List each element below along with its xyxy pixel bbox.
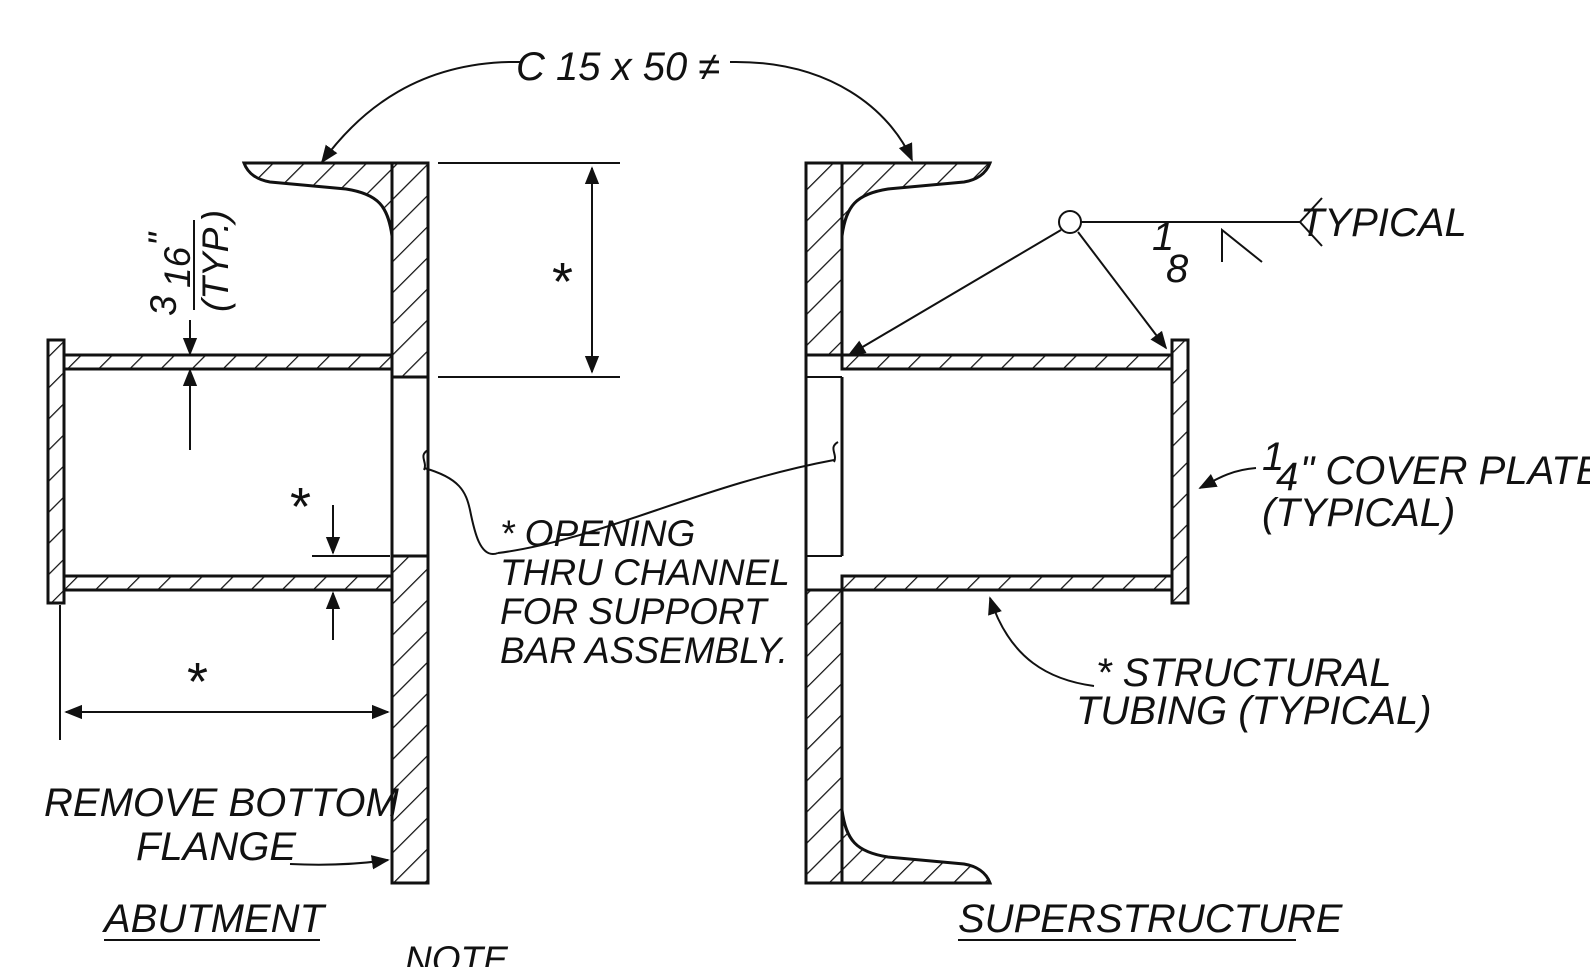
cover-plate-label-text: " COVER PLATE: [1300, 449, 1590, 493]
opening-height-marker: *: [552, 252, 573, 312]
opening-note-line-1: * OPENING: [500, 513, 695, 554]
opening-note: * OPENING THRU CHANNEL FOR SUPPORT BAR A…: [500, 513, 790, 671]
opening-note-line-4: BAR ASSEMBLY.: [500, 630, 788, 671]
opening-note-line-3: FOR SUPPORT: [500, 591, 769, 632]
plate-thickness-den: 16: [157, 246, 198, 288]
tube-length-marker: *: [187, 652, 208, 712]
weld-callout: 1 8 TYPICAL: [1152, 201, 1467, 291]
plate-typ-label: (TYP.): [195, 210, 236, 312]
opening-offset-marker: *: [290, 477, 311, 537]
tubing-note-line-1: * STRUCTURAL: [1096, 651, 1392, 695]
dimension-markers: * * *: [187, 252, 573, 712]
leaders: [289, 60, 1257, 870]
abutment-dimensions: [59, 162, 620, 740]
abutment-title: ABUTMENT: [102, 897, 327, 941]
weld-size-den: 8: [1166, 247, 1189, 291]
remove-flange-note: REMOVE BOTTOM FLANGE: [44, 781, 400, 869]
member-callout: C 15 x 50 ≠: [516, 45, 720, 89]
superstructure-channel: [804, 161, 993, 885]
tubing-note-line-2: TUBING (TYPICAL): [1076, 689, 1432, 733]
tubing-note: * STRUCTURAL TUBING (TYPICAL): [1076, 651, 1432, 733]
weld-size-num: 1: [1152, 215, 1174, 259]
weld-typical-label: TYPICAL: [1300, 201, 1467, 245]
abutment-channel: [241, 161, 430, 885]
cover-plate-typ: (TYPICAL): [1262, 491, 1455, 535]
cover-plate-callout: 1 4 " COVER PLATE (TYPICAL): [1262, 435, 1590, 535]
plate-thickness-inch: ": [141, 231, 182, 246]
abutment-tube: [46, 338, 394, 605]
remove-flange-line-2: FLANGE: [136, 825, 297, 869]
cover-plate-den: 4: [1276, 455, 1298, 499]
weld-symbol: [847, 197, 1323, 356]
plate-thickness-callout: 3 16 " (TYP.): [141, 210, 236, 316]
member-label: C 15 x 50 ≠: [516, 45, 720, 89]
opening-note-line-2: THRU CHANNEL: [500, 552, 790, 593]
cover-plate-num: 1: [1262, 435, 1284, 479]
superstructure-title: SUPERSTRUCTURE: [958, 897, 1344, 941]
view-titles: ABUTMENT SUPERSTRUCTURE NOTE: [102, 897, 1344, 967]
note-label: NOTE: [405, 939, 509, 967]
plate-thickness-num: 3: [143, 295, 184, 316]
superstructure-tube: [840, 338, 1190, 605]
remove-flange-line-1: REMOVE BOTTOM: [44, 781, 400, 825]
